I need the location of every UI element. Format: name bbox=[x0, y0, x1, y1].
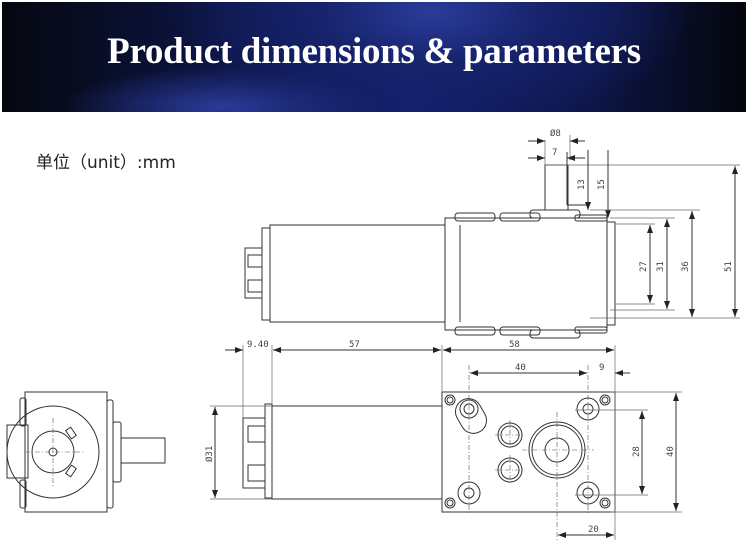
dim-36: 36 bbox=[681, 261, 691, 272]
dim-9: 9 bbox=[599, 363, 604, 373]
dim-40-vertical: 40 bbox=[666, 446, 676, 457]
unit-label: 单位（unit）:mm bbox=[36, 153, 176, 173]
dim-shaft-diameter: Ø8 bbox=[550, 128, 561, 139]
header-banner: Product dimensions & parameters bbox=[2, 2, 746, 112]
front-view-dimensions: 9.40 57 58 40 9 Ø31 28 40 20 bbox=[204, 340, 682, 540]
front-view-motor bbox=[242, 365, 616, 540]
dim-40-horizontal: 40 bbox=[515, 363, 526, 373]
dim-31: 31 bbox=[656, 261, 666, 272]
dim-58: 58 bbox=[509, 340, 520, 350]
dim-9-40: 9.40 bbox=[247, 340, 269, 350]
dim-20: 20 bbox=[588, 525, 599, 535]
dim-13: 13 bbox=[577, 179, 587, 190]
dim-motor-diameter: Ø31 bbox=[204, 446, 215, 462]
dim-shaft-flat: 7 bbox=[552, 148, 557, 158]
top-view-dimensions: Ø8 7 13 15 27 31 36 51 bbox=[528, 128, 740, 319]
side-view bbox=[6, 391, 166, 513]
dim-57: 57 bbox=[349, 340, 360, 350]
page-title: Product dimensions & parameters bbox=[107, 31, 641, 72]
dim-15: 15 bbox=[597, 179, 607, 190]
top-view-motor bbox=[244, 152, 616, 339]
dim-51: 51 bbox=[724, 261, 734, 272]
dim-27: 27 bbox=[639, 261, 649, 272]
dim-28: 28 bbox=[632, 446, 642, 457]
